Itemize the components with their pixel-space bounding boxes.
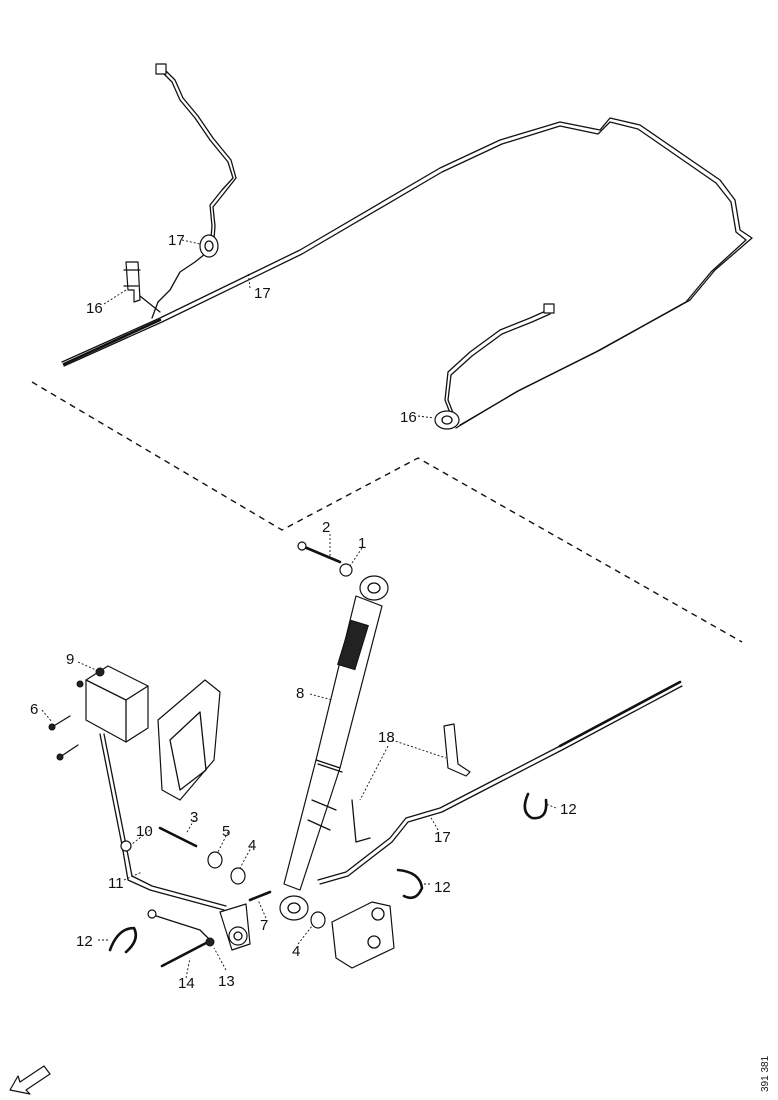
callout-12-mid: 12 (434, 879, 451, 896)
clip-12-mid (396, 868, 424, 900)
axle-bracket (331, 901, 395, 969)
nut-1 (339, 563, 353, 577)
grommet-16-right (434, 410, 460, 430)
callout-11: 11 (108, 875, 124, 892)
bush-4-upper (230, 867, 246, 885)
callout-14: 14 (178, 975, 195, 992)
callout-16-upper: 16 (86, 300, 103, 317)
callout-5: 5 (222, 823, 230, 840)
bolt-2 (297, 541, 342, 564)
callout-1: 1 (358, 535, 366, 552)
connector-top (155, 63, 167, 75)
callout-10: 10 (136, 823, 153, 840)
washer-5 (207, 851, 223, 869)
assembly-outline (31, 381, 743, 643)
callout-4-lower: 4 (292, 943, 300, 960)
callout-18: 18 (378, 729, 395, 746)
control-unit-9 (76, 665, 149, 743)
bolt-14 (160, 940, 210, 968)
callout-15: 17 (168, 232, 185, 249)
lower-assembly (48, 541, 683, 969)
clip-12-left (108, 926, 138, 954)
callout-17-upper: 17 (254, 285, 271, 302)
callout-7: 7 (260, 917, 268, 934)
spacer-7 (248, 890, 272, 902)
callout-12-right: 12 (560, 801, 577, 818)
connector-right (543, 303, 555, 314)
callout-9: 9 (66, 651, 74, 668)
callout-17-lower: 17 (434, 829, 451, 846)
callout-12-left: 12 (76, 933, 93, 950)
reference-code: 391 381 (760, 1055, 771, 1092)
link-arm-13 (147, 903, 251, 951)
callout-16-right: 16 (400, 409, 417, 426)
bracket-16-small (351, 799, 371, 843)
ball-joint-10 (120, 840, 132, 852)
callout-6: 6 (30, 701, 38, 718)
grommet-15 (199, 234, 219, 258)
arrow-down-left-icon (9, 1065, 51, 1095)
bracket-16-lower (443, 723, 471, 777)
clip-12-right (523, 792, 548, 820)
bolt-3 (158, 826, 198, 848)
bush-4-lower (310, 911, 326, 929)
callout-labels: 17 16 17 16 2 1 8 9 6 3 5 4 10 11 7 4 12… (30, 232, 577, 992)
screws-6 (51, 715, 79, 758)
callout-8: 8 (296, 685, 304, 702)
leader-lines (41, 239, 557, 979)
shock-absorber-8 (279, 575, 389, 921)
callout-13: 13 (218, 973, 235, 990)
upper-harness-assembly (61, 63, 753, 430)
mounting-bracket (157, 679, 221, 801)
callout-4-upper: 4 (248, 837, 256, 854)
callout-2: 2 (322, 519, 330, 536)
callout-3: 3 (190, 809, 198, 826)
bracket-16-left (125, 261, 141, 303)
